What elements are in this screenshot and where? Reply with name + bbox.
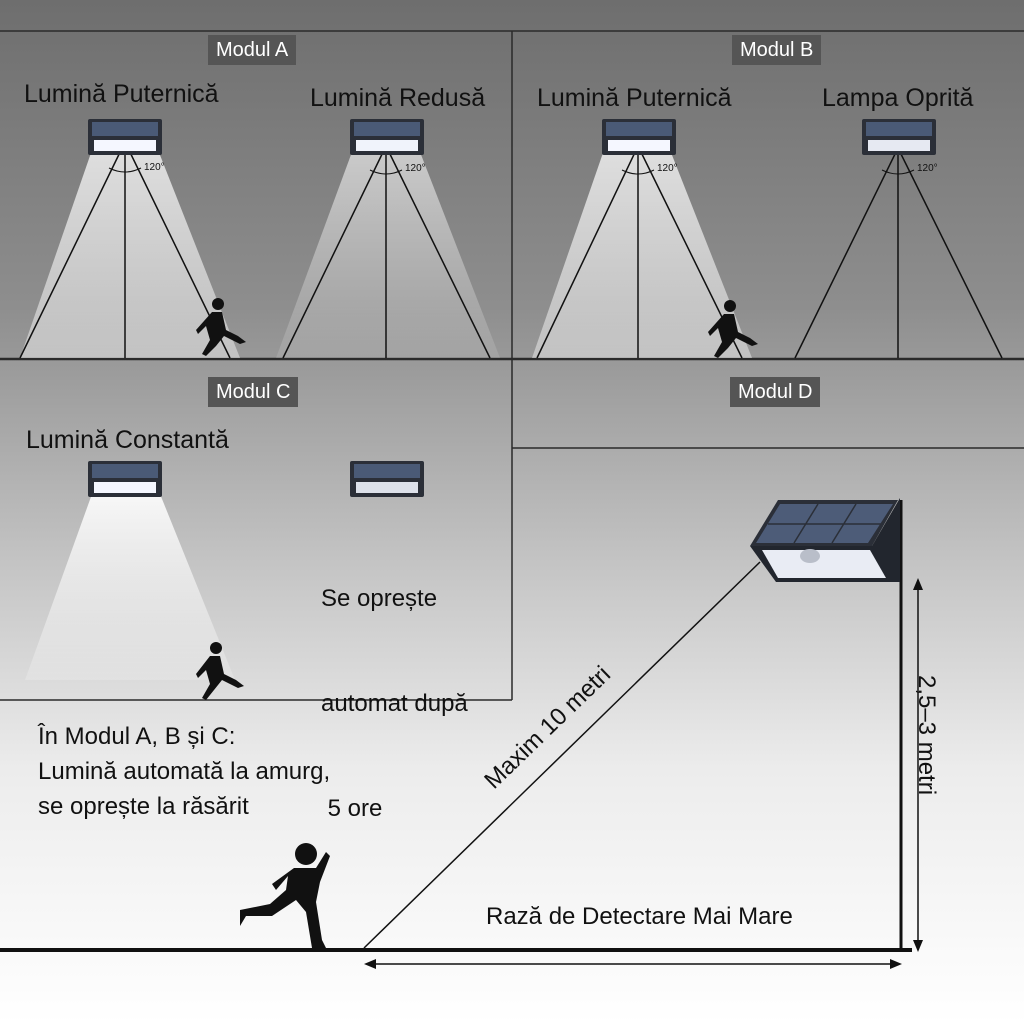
lamp-icon [88, 119, 162, 155]
auto-off-line: 5 ore [321, 795, 383, 822]
mode-a-badge: Modul A [208, 35, 297, 65]
angle-label: 120° [657, 163, 678, 174]
mode-b-off-label: Lampa Oprită [822, 84, 974, 112]
runner-icon [240, 843, 330, 948]
mode-c-constant-label: Lumină Constantă [26, 426, 229, 454]
lamp-icon [602, 119, 676, 155]
mode-b-badge: Modul B [732, 35, 822, 65]
panel-borders [0, 30, 1024, 701]
mode-b-strong-label: Lumină Puternică [537, 84, 732, 112]
dusk-dawn-line: Lumină automată la amurg, [38, 758, 331, 785]
dusk-dawn-line: se oprește la răsărit [38, 793, 249, 820]
auto-off-line: Se oprește [321, 585, 438, 612]
mode-a-reduced-label: Lumină Redusă [310, 84, 486, 112]
lamp-icon [862, 119, 936, 155]
dusk-dawn-line: În Modul A, B și C: [38, 723, 236, 750]
lamp-icon [350, 119, 424, 155]
angle-label: 120° [917, 163, 938, 174]
auto-off-note: Se oprește automat după 5 ore [321, 511, 468, 861]
runner-icon [708, 300, 758, 358]
angle-label: 120° [144, 162, 165, 173]
mode-a-reduced-beam [276, 145, 500, 359]
mode-b-off-beam [794, 147, 1003, 359]
height-label: 2,5–3 metri [913, 674, 941, 796]
lamp-icon [350, 461, 424, 497]
lamp-icon [88, 461, 162, 497]
auto-off-line: automat după [321, 690, 468, 717]
mode-d-badge: Modul D [730, 377, 821, 407]
mode-a-strong-label: Lumină Puternică [24, 80, 219, 108]
lamp-icon [750, 498, 900, 582]
range-label: Rază de Detectare Mai Mare [486, 903, 793, 930]
detection-diagram [0, 500, 923, 969]
angle-label: 120° [405, 163, 426, 174]
mode-b-strong-beam [532, 145, 752, 359]
runner-icon [196, 642, 244, 700]
mode-c-badge: Modul C [208, 377, 299, 407]
dusk-dawn-note: În Modul A, B și C: Lumină automată la a… [38, 719, 330, 824]
runner-icon [196, 298, 246, 356]
mode-c-constant-beam [25, 494, 235, 680]
